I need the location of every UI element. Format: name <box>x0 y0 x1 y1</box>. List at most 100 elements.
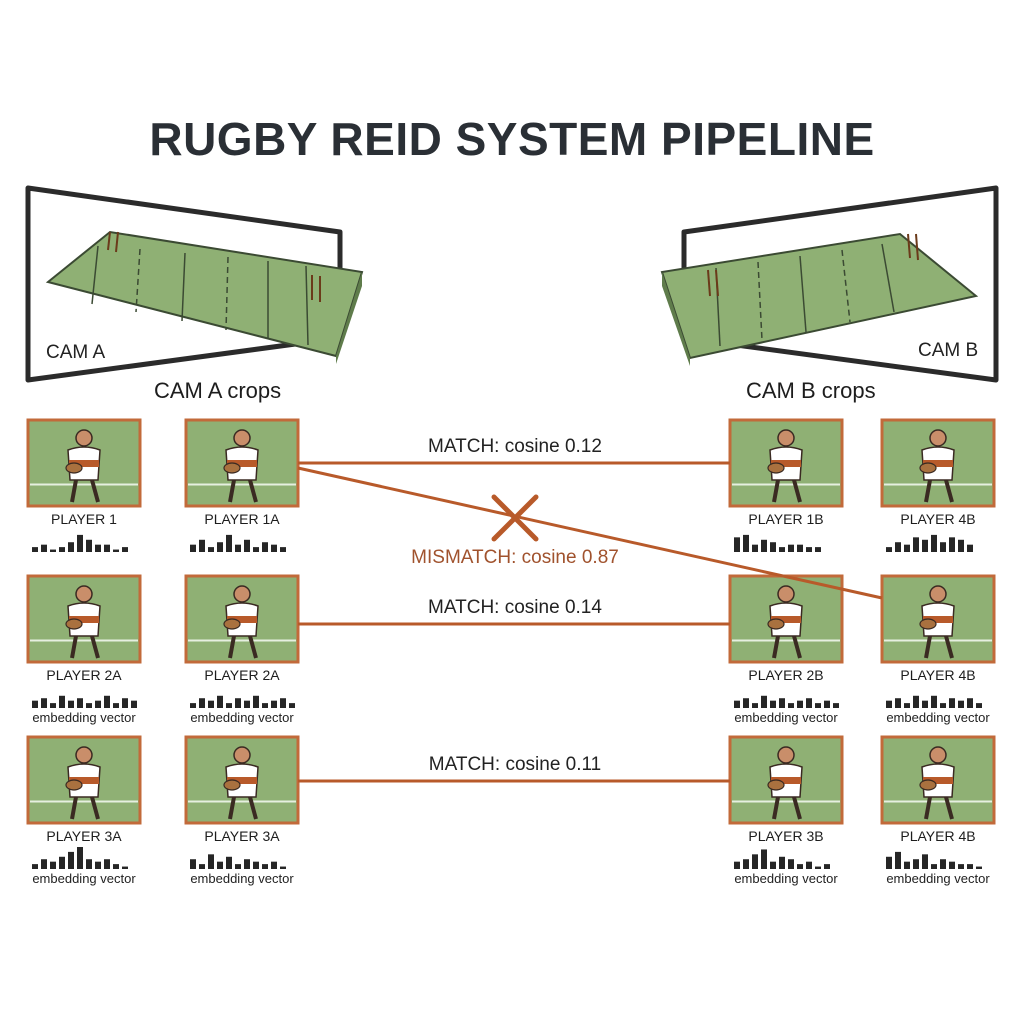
embedding-bar <box>904 703 910 708</box>
embedding-bar <box>32 700 38 708</box>
embedding-bar <box>743 534 749 552</box>
embedding-bar <box>886 547 892 552</box>
embedding-bar <box>761 695 767 708</box>
player-label: PLAYER 1A <box>204 511 280 527</box>
embedding-bar <box>271 861 277 869</box>
embedding-bar <box>734 700 740 708</box>
embedding-bar <box>104 695 110 708</box>
embedding-bar <box>280 866 286 869</box>
mismatch-label: MISMATCH: cosine 0.87 <box>411 547 619 568</box>
player-crop <box>26 574 142 664</box>
connectors <box>297 461 883 783</box>
embedding-bar <box>77 534 83 552</box>
embedding-bar <box>922 854 928 869</box>
embedding-bar <box>208 854 214 869</box>
embedding-bar <box>734 537 740 552</box>
embedding-bar <box>931 534 937 552</box>
player-label: PLAYER 1B <box>748 511 824 527</box>
mismatch-line <box>297 466 883 600</box>
embedding-bar <box>761 539 767 552</box>
cam-b-crops-heading: CAM B crops <box>746 378 876 403</box>
embedding-bar <box>95 700 101 708</box>
embedding-bar <box>95 544 101 552</box>
embedding-bar <box>131 700 137 708</box>
embedding-bar <box>976 703 982 708</box>
embedding-bar <box>734 861 740 869</box>
embedding-bar <box>940 703 946 708</box>
embedding-bar <box>77 698 83 708</box>
embedding-bar <box>806 861 812 869</box>
embedding-bar <box>208 700 214 708</box>
player-crop <box>728 735 844 825</box>
embedding-label: embedding vector <box>190 710 294 725</box>
embedding-bar <box>289 703 295 708</box>
embedding-bar <box>788 703 794 708</box>
embedding-bar <box>779 856 785 869</box>
embedding-bar <box>940 542 946 552</box>
match-label: MATCH: cosine 0.14 <box>428 597 602 618</box>
embedding-bar <box>940 859 946 869</box>
embedding-bar <box>913 537 919 552</box>
embedding-label: embedding vector <box>886 871 990 886</box>
embedding-bar <box>904 861 910 869</box>
embedding-bar <box>797 864 803 869</box>
embedding-bar <box>190 703 196 708</box>
player-label: PLAYER 3A <box>204 828 280 844</box>
embedding-bar <box>806 547 812 552</box>
embedding-bar <box>86 539 92 552</box>
player-crop <box>880 735 996 825</box>
embedding-bar <box>77 847 83 869</box>
embedding-bar <box>922 700 928 708</box>
embedding-bar <box>779 547 785 552</box>
match-label: MATCH: cosine 0.12 <box>428 436 602 457</box>
embedding-bar <box>68 851 74 869</box>
embedding-bar <box>253 695 259 708</box>
embedding-bar <box>32 864 38 869</box>
player-crop <box>880 418 996 508</box>
embedding-bar <box>949 861 955 869</box>
player-crop <box>728 574 844 664</box>
cam-a-crops-heading: CAM A crops <box>154 378 282 403</box>
embedding-bar <box>104 544 110 552</box>
player-label: PLAYER 2B <box>748 667 824 683</box>
pitch-a <box>45 230 364 364</box>
embedding-bar <box>41 859 47 869</box>
embedding-bar <box>244 700 250 708</box>
player-crop <box>880 574 996 664</box>
embedding-bar <box>50 861 56 869</box>
cam-b-label: CAM B <box>918 340 979 361</box>
embedding-label: embedding vector <box>734 710 838 725</box>
embedding-bar <box>949 537 955 552</box>
player-crops <box>26 418 996 825</box>
embedding-bar <box>752 854 758 869</box>
player-crop <box>184 418 300 508</box>
embedding-bar <box>217 861 223 869</box>
embedding-bar <box>797 544 803 552</box>
embedding-bar <box>253 547 259 552</box>
embedding-bar <box>931 695 937 708</box>
player-crop <box>184 574 300 664</box>
embedding-bar <box>788 859 794 869</box>
embedding-bar <box>113 864 119 869</box>
player-label: PLAYER 2A <box>46 667 122 683</box>
embedding-bar <box>59 695 65 708</box>
embedding-bar <box>752 703 758 708</box>
embedding-bar <box>217 695 223 708</box>
embedding-bar <box>967 864 973 869</box>
embedding-bar <box>788 544 794 552</box>
embedding-bar <box>262 542 268 552</box>
embedding-bar <box>59 856 65 869</box>
embedding-bar <box>271 700 277 708</box>
embedding-bar <box>68 700 74 708</box>
embedding-bar <box>86 703 92 708</box>
embedding-bar <box>895 851 901 869</box>
embedding-bar <box>743 698 749 708</box>
embedding-bar <box>95 861 101 869</box>
player-label: PLAYER 4B <box>900 511 976 527</box>
player-label: PLAYER 4B <box>900 828 976 844</box>
match-label: MATCH: cosine 0.11 <box>428 754 602 775</box>
embedding-bar <box>895 542 901 552</box>
embedding-bar <box>226 703 232 708</box>
embedding-bar <box>86 859 92 869</box>
embedding-bar <box>50 549 56 552</box>
